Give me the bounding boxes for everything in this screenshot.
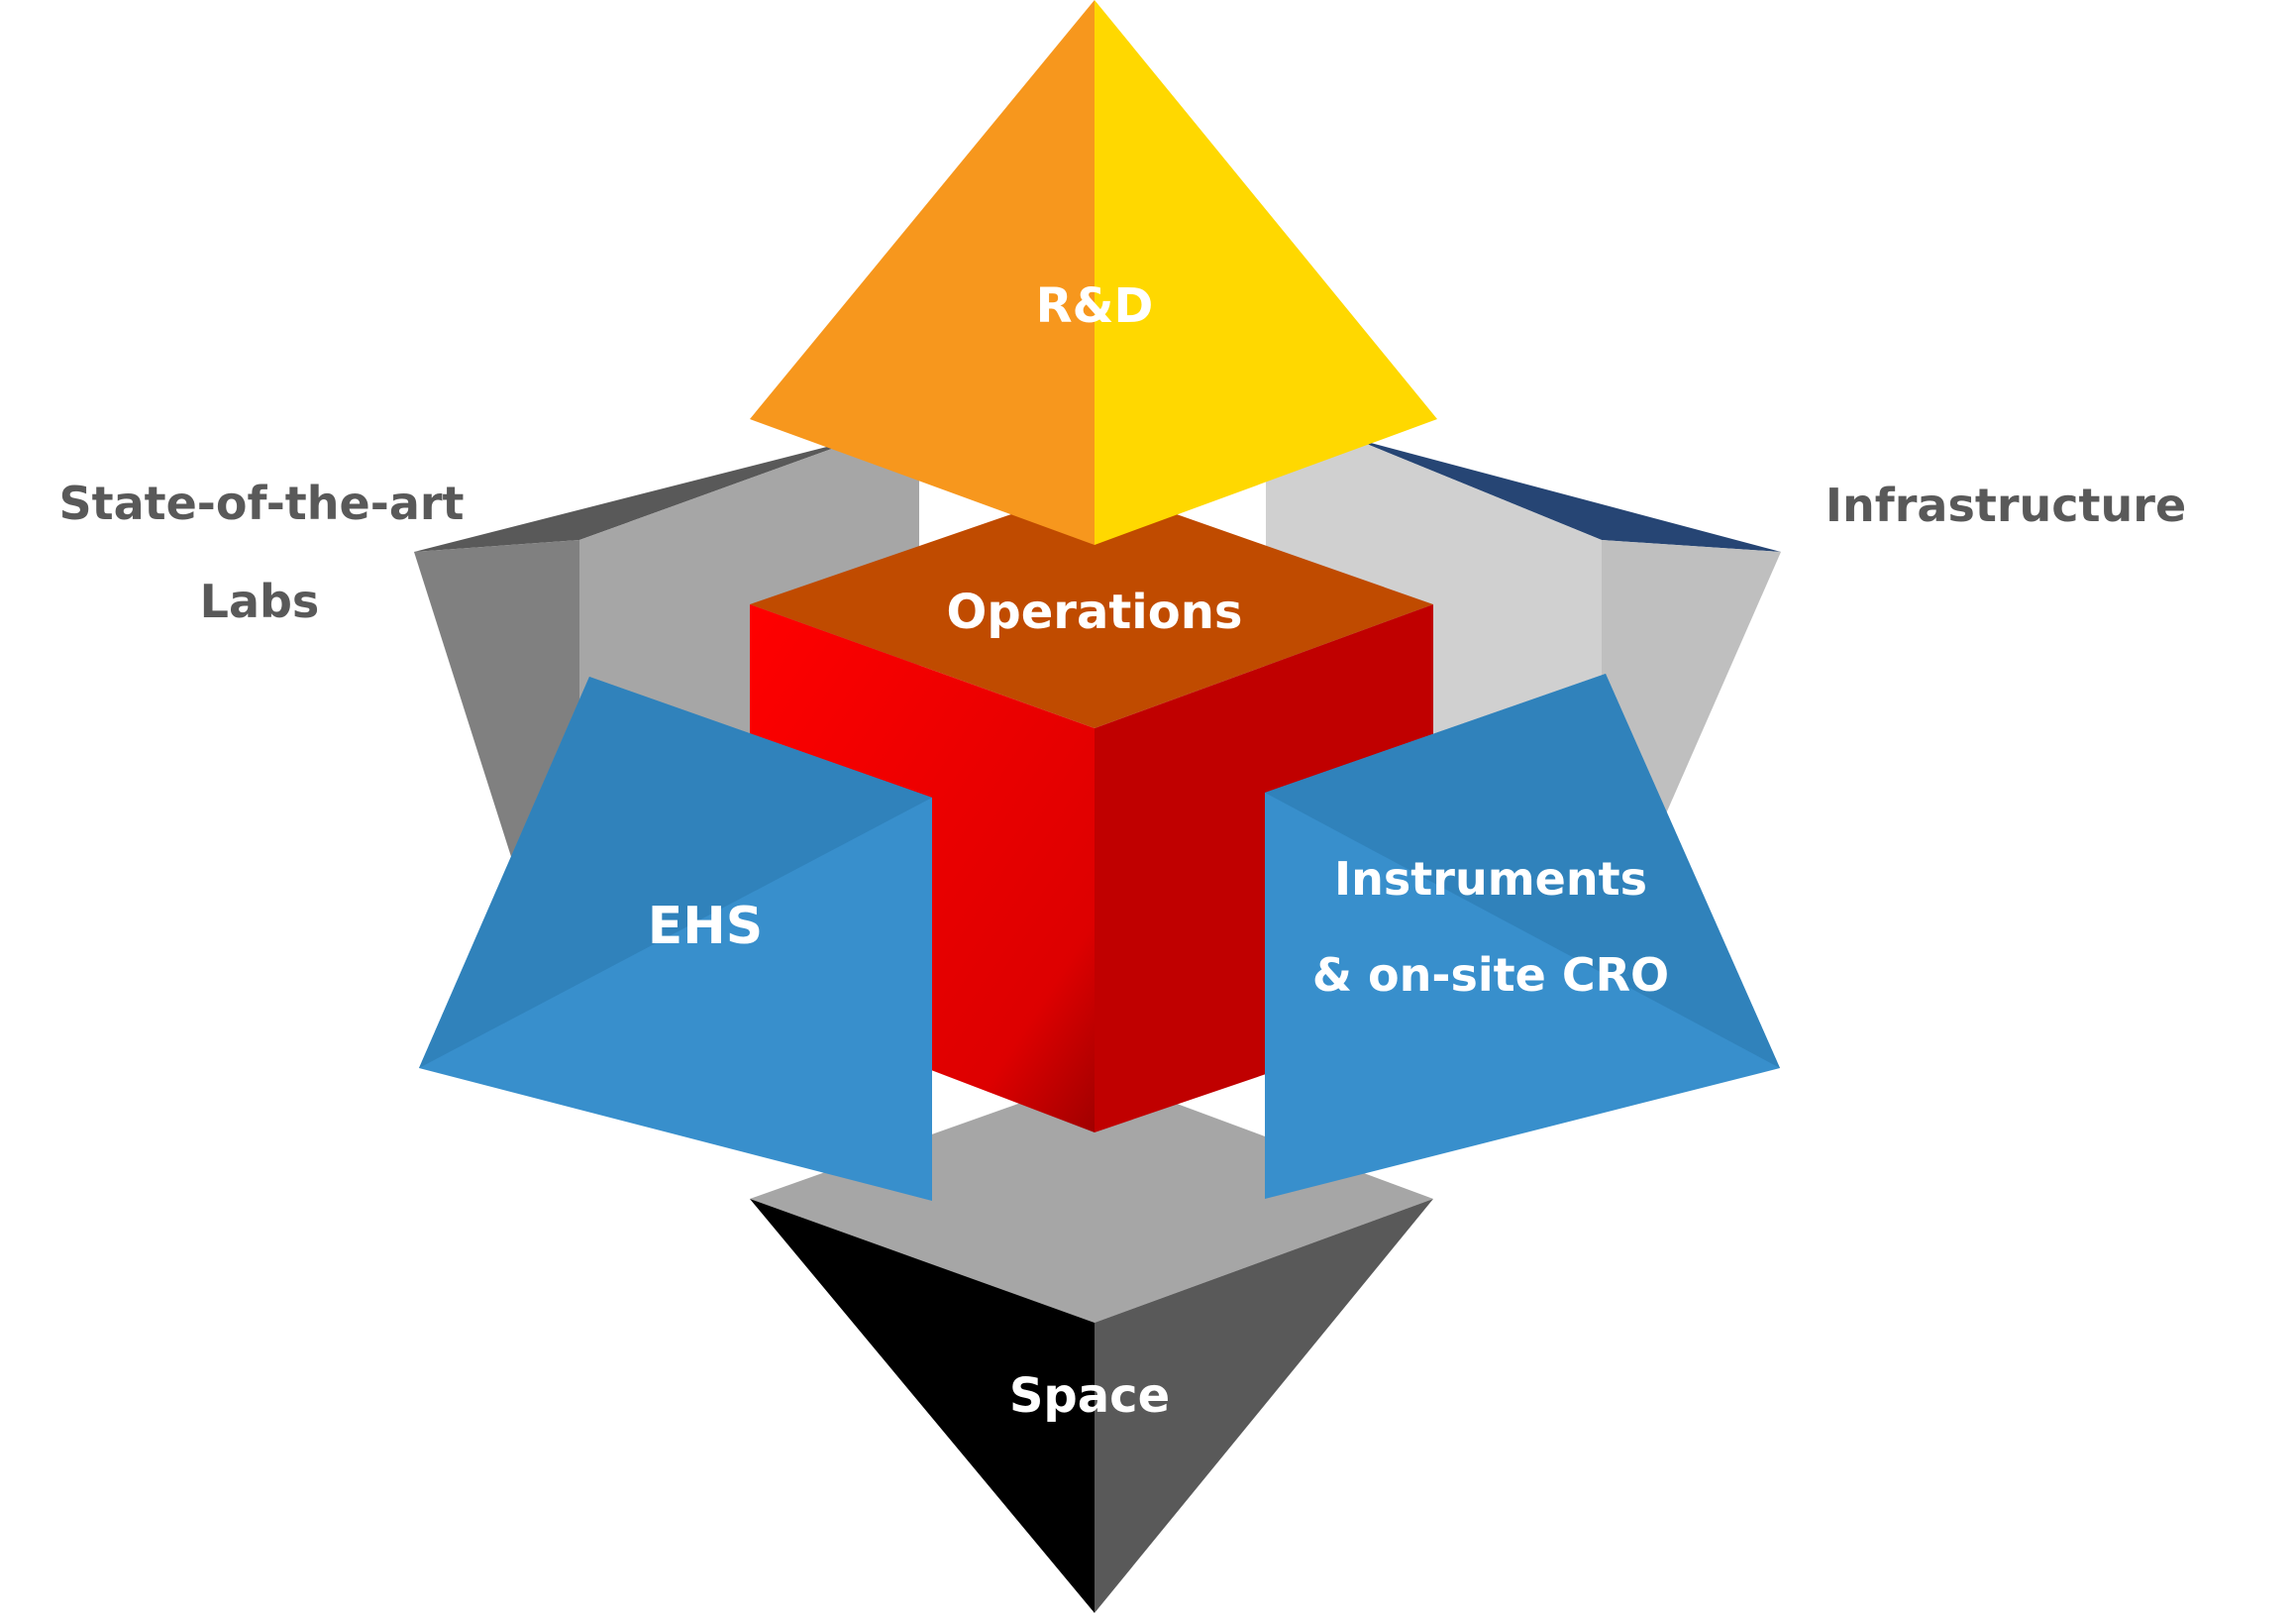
- infrastructure-label: Infrastructure: [1826, 479, 2186, 532]
- space-pyramid: [750, 1199, 1433, 1613]
- space-pyramid-left-face: [750, 1199, 1095, 1613]
- operations-cube-top: [750, 485, 1433, 728]
- rd-pyramid: [750, 0, 1437, 545]
- instruments-label-line2: & on-site CRO: [1312, 948, 1669, 1002]
- labs-label-line2: Labs: [200, 575, 320, 628]
- space-label: Space: [1009, 1368, 1170, 1424]
- space-plate: [750, 1075, 1433, 1323]
- operations-label: Operations: [947, 585, 1243, 640]
- ehs-label: EHS: [648, 897, 764, 956]
- space-plate-face: [750, 1075, 1433, 1323]
- ehs-panel-shade-face: [419, 677, 932, 1068]
- rd-pyramid-right-face: [1095, 0, 1437, 545]
- labs-label-line1: State-of-the-art: [58, 477, 464, 530]
- instruments-panel-shade-face: [1265, 674, 1780, 1068]
- space-pyramid-right-face: [1095, 1199, 1433, 1613]
- rd-label: R&D: [1036, 278, 1154, 334]
- operations-cube-right-face: [1095, 604, 1433, 1132]
- instruments-panel: [1265, 674, 1780, 1199]
- instruments-label-line1: Instruments: [1334, 852, 1647, 906]
- rd-pyramid-left-face: [750, 0, 1095, 545]
- ehs-panel: [419, 677, 932, 1201]
- labs-wedge-top-strip: [414, 438, 862, 552]
- infrastructure-wedge-top-strip: [1352, 438, 1781, 552]
